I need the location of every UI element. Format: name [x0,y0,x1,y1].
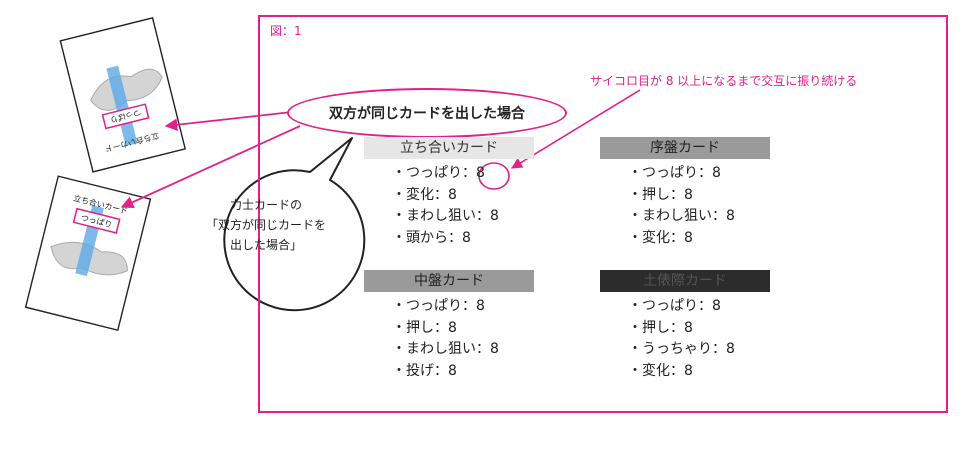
group-item: ・つっぱり：8 [392,298,485,314]
group-item: ・押し：8 [628,186,693,203]
same-card-oval: 双方が同じカードを出した場合 [287,88,567,138]
group-title: 序盤カード [600,137,770,159]
bubble-line: 「双方が同じカードを [205,218,326,232]
bubble-line: 出した場合」 [229,238,302,252]
card-illustration-top: つっぱり 立ち合いカード [59,17,187,173]
dice-annotation: サイコロ目が 8 以上になるまで交互に振り続ける [590,74,858,88]
card-illustration-bottom: 立ち合いカード つっぱり [24,175,152,332]
card-group-joban: 序盤カード ・つっぱり：8 ・押し：8 ・まわし狙い：8 ・変化：8 [600,137,770,249]
arrow-to-bottom-card [120,125,301,209]
group-title: 立ち合いカード [364,137,534,159]
card-group-chuban: 中盤カード ・つっぱり：8 ・押し：8 ・まわし狙い：8 ・投げ：8 [364,270,534,382]
group-item: ・まわし狙い：8 [628,208,735,224]
group-item: ・押し：8 [628,319,693,336]
card-group-tachiai: 立ち合いカード ・つっぱり：8 ・変化：8 ・まわし狙い：8 ・頭から：8 [364,137,534,249]
card-group-dohyogiwa: 土俵際カード ・つっぱり：8 ・押し：8 ・うっちゃり：8 ・変化：8 [600,270,770,382]
figure-frame [258,15,948,413]
same-card-oval-label: 双方が同じカードを出した場合 [329,106,525,122]
bubble-line: 力士カードの [229,198,302,212]
figure-label: 図：1 [270,24,302,38]
group-item: ・まわし狙い：8 [392,208,499,224]
group-item: ・つっぱり：8 [628,165,721,181]
speech-bubble-text: 力士カードの 「双方が同じカードを 出した場合」 [196,195,336,255]
value-highlight-circle [478,162,510,190]
group-item: ・変化：8 [628,229,693,246]
group-item: ・つっぱり：8 [392,165,485,181]
group-item: ・変化：8 [628,362,693,379]
group-item: ・まわし狙い：8 [392,341,499,357]
group-item: ・頭から：8 [392,229,471,246]
group-item: ・変化：8 [392,186,457,203]
group-title: 中盤カード [364,270,534,292]
group-item: ・投げ：8 [392,362,457,379]
group-item: ・うっちゃり：8 [628,341,735,357]
group-item: ・押し：8 [392,319,457,336]
arrow-to-top-card [164,111,293,132]
group-title: 土俵際カード [600,270,770,292]
group-item: ・つっぱり：8 [628,298,721,314]
